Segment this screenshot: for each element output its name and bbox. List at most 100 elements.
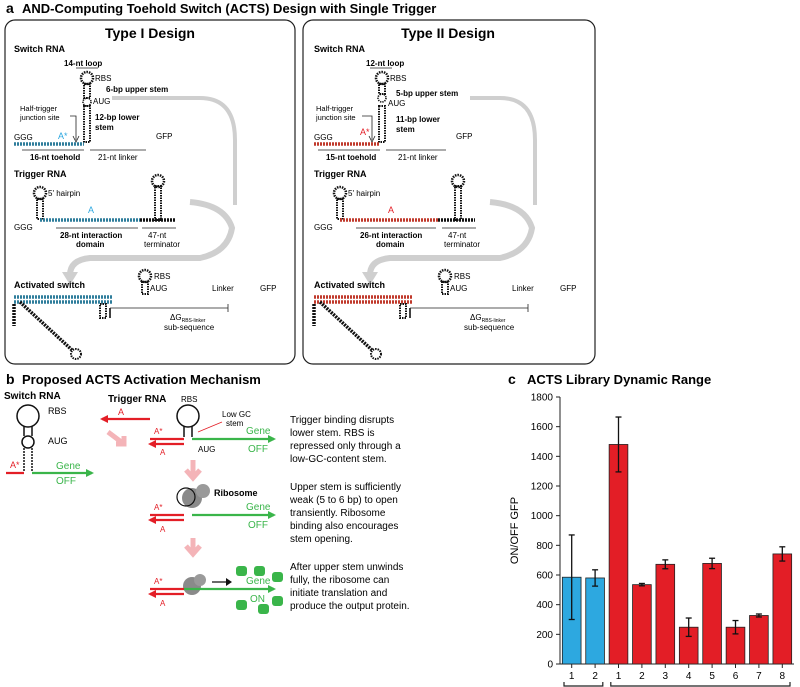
x-tick-label: 7 — [756, 671, 762, 682]
type1-activated: Activated switch — [14, 280, 85, 290]
type1-upper-stem: 6-bp upper stem — [106, 85, 168, 94]
type1-astar: A* — [58, 131, 68, 141]
mech-astar3: A* — [154, 503, 162, 512]
mech-aug2: AUG — [198, 445, 215, 454]
y-tick-label: 1000 — [531, 511, 554, 522]
x-tick-label: 4 — [686, 671, 692, 682]
mech-text-3: After upper stem unwinds fully, the ribo… — [290, 562, 410, 612]
mech-on: ON — [250, 594, 265, 605]
type1-a: A — [88, 205, 94, 215]
x-tick-label: 8 — [780, 671, 786, 682]
bar — [772, 553, 793, 665]
panel-c-title: ACTS Library Dynamic Range — [527, 372, 711, 387]
mech-astar: A* — [10, 460, 20, 470]
protein-glyphs — [236, 566, 283, 614]
type2-a: A — [388, 205, 394, 215]
mech-aug: AUG — [48, 436, 68, 446]
type2-interaction1: 26-nt interaction — [360, 231, 422, 240]
type2-hairpin: 5' hairpin — [348, 189, 380, 198]
type2-junction: junction site — [315, 113, 356, 122]
y-axis-label: ON/OFF GFP — [509, 497, 521, 564]
type2-linker: 21-nt linker — [398, 153, 438, 162]
group-bracket — [610, 682, 791, 687]
bar — [655, 563, 676, 665]
x-tick-label: 6 — [733, 671, 739, 682]
mech-lowgc2: stem — [226, 419, 244, 428]
y-tick-label: 400 — [536, 600, 553, 611]
type1-loop-glyph — [79, 70, 95, 86]
type1-gfp2: GFP — [260, 284, 276, 293]
type1-linker: 21-nt linker — [98, 153, 138, 162]
x-tick-label: 2 — [639, 671, 645, 682]
mech-gene2: Gene — [246, 426, 271, 437]
type1-dg: ΔGRBS-linker — [170, 313, 206, 324]
type2-rbs2: RBS — [454, 272, 470, 281]
type1-hairpin: 5' hairpin — [48, 189, 80, 198]
type2-gfp2: GFP — [560, 284, 576, 293]
y-tick-label: 1400 — [531, 452, 554, 463]
type1-aug2: AUG — [150, 284, 167, 293]
type1-toehold: 16-nt toehold — [30, 153, 80, 162]
bar — [632, 584, 652, 665]
type1-stem: stem — [95, 123, 114, 132]
type1-interaction1: 28-nt interaction — [60, 231, 122, 240]
type2-activated: Activated switch — [314, 280, 385, 290]
panel-b-title: Proposed ACTS Activation Mechanism — [22, 372, 261, 387]
dynamic-range-chart: 020040060080010001200140016001800ON/OFF … — [509, 393, 794, 687]
mech-off2: OFF — [248, 444, 268, 455]
x-tick-label: 1 — [569, 671, 575, 682]
type1-rbs2: RBS — [154, 272, 170, 281]
type1-rbs: RBS — [95, 74, 111, 83]
y-tick-label: 0 — [547, 660, 553, 671]
type1-title: Type I Design — [105, 25, 195, 41]
type1-half-trigger: Half-trigger — [20, 104, 58, 113]
panel-b-letter: b — [6, 371, 15, 387]
type1-panel: Type I Design Switch RNA 14-nt loop RBS … — [4, 19, 296, 365]
type2-toehold: 15-nt toehold — [326, 153, 376, 162]
mechanism-diagram: Switch RNA RBS AUG A* Gene OFF Trigger R… — [4, 391, 410, 614]
type2-box — [302, 19, 596, 365]
mech-ribosome: Ribosome — [214, 488, 258, 498]
type1-box — [4, 19, 296, 365]
type1-aug: AUG — [93, 97, 110, 106]
type2-switch-label: Switch RNA — [314, 44, 366, 54]
type1-loop-label: 14-nt loop — [64, 59, 102, 68]
bar — [749, 615, 769, 665]
mech-lowgc1: Low GC — [222, 410, 251, 419]
type1-junction: junction site — [19, 113, 60, 122]
type1-switch-label: Switch RNA — [14, 44, 66, 54]
panel-a-letter: a — [6, 0, 14, 16]
panel-c-letter: c — [508, 371, 516, 387]
type1-trigger-label: Trigger RNA — [14, 169, 67, 179]
type1-lower-stem-glyph — [83, 105, 91, 143]
type1-subseq: sub-sequence — [164, 323, 215, 332]
mech-bind-arrow — [106, 430, 127, 447]
mech-rbs2: RBS — [181, 395, 197, 404]
x-tick-label: 5 — [709, 671, 715, 682]
mech-trigger-label: Trigger RNA — [108, 394, 166, 405]
type2-upper-stem: 5-bp upper stem — [396, 89, 458, 98]
type1-linker2: Linker — [212, 284, 234, 293]
mech-text-1: Trigger binding disrupts lower stem. RBS… — [290, 415, 403, 465]
type1-terminator2: terminator — [144, 240, 180, 249]
mech-gene4: Gene — [246, 576, 271, 587]
type2-dg: ΔGRBS-linker — [470, 313, 506, 324]
type1-terminator1: 47-nt — [148, 231, 167, 240]
type2-trigger-label: Trigger RNA — [314, 169, 367, 179]
type1-ggg: GGG — [14, 133, 33, 142]
mech-astar4: A* — [154, 577, 162, 586]
mech-loop — [16, 404, 40, 428]
y-tick-label: 600 — [536, 571, 553, 582]
bar — [608, 444, 629, 665]
x-tick-label: 1 — [616, 671, 622, 682]
type1-interaction2: domain — [76, 240, 105, 249]
type2-gfp: GFP — [456, 132, 472, 141]
mech-a4: A — [160, 599, 166, 608]
y-tick-label: 200 — [536, 630, 553, 641]
mech-gene1: Gene — [56, 461, 81, 472]
mech-a3: A — [160, 525, 166, 534]
type2-interaction2: domain — [376, 240, 405, 249]
x-tick-label: 3 — [663, 671, 669, 682]
